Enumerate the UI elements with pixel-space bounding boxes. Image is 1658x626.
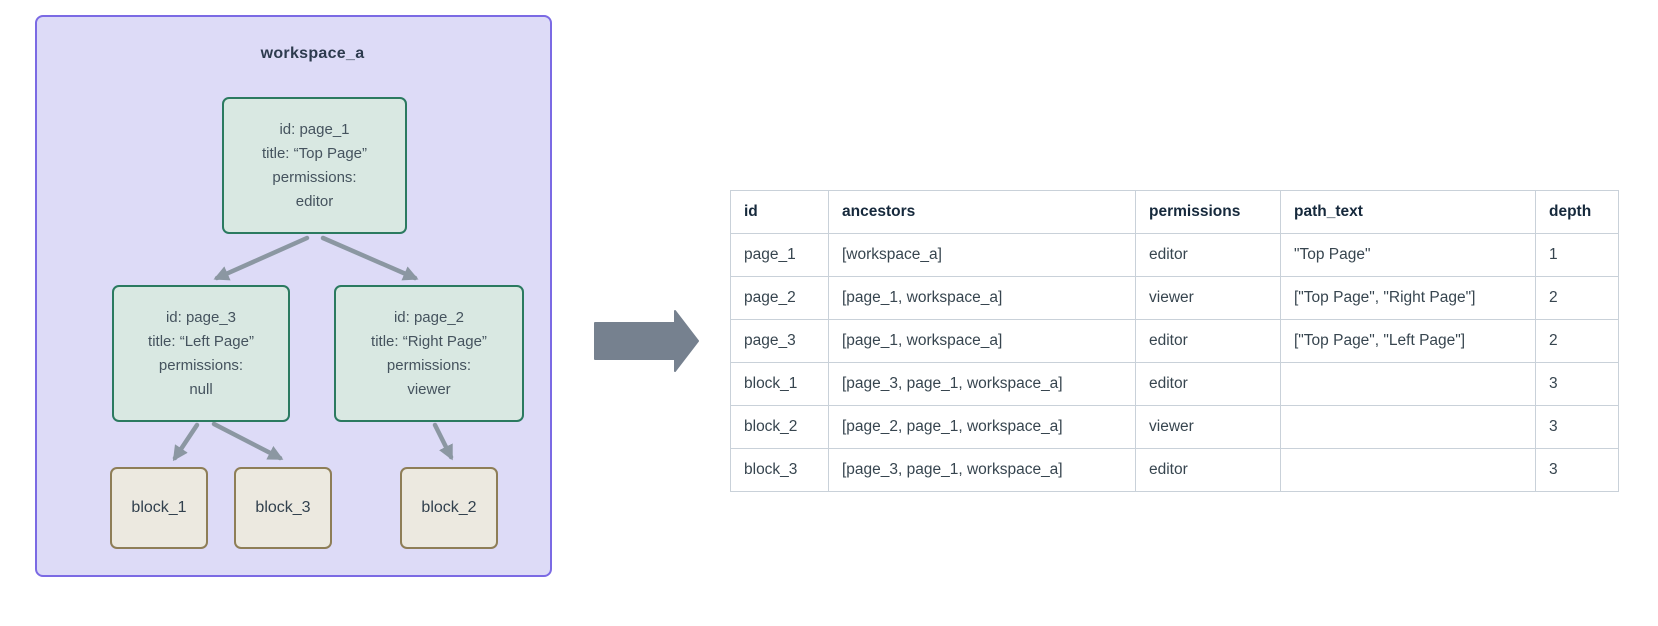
cell-ancestors: [page_1, workspace_a] — [828, 319, 1136, 363]
node-line: id: page_1 — [279, 120, 350, 138]
node-label: block_3 — [255, 499, 311, 516]
cell-permissions: editor — [1135, 319, 1281, 363]
cell-ancestors: [page_3, page_1, workspace_a] — [828, 362, 1136, 406]
node-block-2: block_2 — [400, 467, 498, 549]
node-line: null — [189, 380, 213, 398]
cell-id: block_2 — [730, 405, 829, 449]
node-line: permissions: — [386, 356, 472, 374]
node-label: block_1 — [131, 499, 187, 516]
cell-ancestors: [page_2, page_1, workspace_a] — [828, 405, 1136, 449]
node-page-2: id: page_2 title: “Right Page” permissio… — [334, 285, 524, 422]
node-line: title: “Top Page” — [261, 144, 368, 162]
cell-permissions: viewer — [1135, 405, 1281, 449]
cell-permissions: editor — [1135, 448, 1281, 492]
cell-depth: 3 — [1535, 362, 1619, 406]
node-line: permissions: — [158, 356, 244, 374]
edge-page1-page3 — [213, 235, 310, 281]
node-block-3: block_3 — [234, 467, 332, 549]
edge-page1-page2 — [320, 235, 419, 281]
edge-page3-block3 — [211, 421, 284, 461]
table-row: page_2 [page_1, workspace_a] viewer ["To… — [730, 276, 1619, 320]
cell-permissions: editor — [1135, 362, 1281, 406]
node-line: title: “Right Page” — [371, 332, 487, 350]
cell-path-text: ["Top Page", "Right Page"] — [1280, 276, 1536, 320]
column-header-ancestors: ancestors — [828, 190, 1136, 234]
cell-path-text — [1280, 362, 1536, 406]
result-table: id ancestors permissions path_text depth… — [730, 190, 1619, 492]
column-header-id: id — [730, 190, 829, 234]
cell-ancestors: [page_3, page_1, workspace_a] — [828, 448, 1136, 492]
table-row: block_3 [page_3, page_1, workspace_a] ed… — [730, 448, 1619, 492]
table-header-row: id ancestors permissions path_text depth — [730, 190, 1619, 234]
column-header-permissions: permissions — [1135, 190, 1281, 234]
node-block-1: block_1 — [110, 467, 208, 549]
cell-id: block_1 — [730, 362, 829, 406]
table-row: block_1 [page_3, page_1, workspace_a] ed… — [730, 362, 1619, 406]
table-row: page_3 [page_1, workspace_a] editor ["To… — [730, 319, 1619, 363]
cell-path-text — [1280, 448, 1536, 492]
table-row: block_2 [page_2, page_1, workspace_a] vi… — [730, 405, 1619, 449]
workspace-title: workspace_a — [260, 45, 365, 62]
edge-page3-block1 — [172, 422, 200, 462]
node-line: editor — [295, 192, 334, 210]
node-label: block_2 — [421, 499, 477, 516]
workspace-panel: workspace_a id: page_1 title: “Top Page”… — [35, 15, 552, 577]
node-line: id: page_2 — [393, 308, 465, 326]
table-row: page_1 [workspace_a] editor "Top Page" 1 — [730, 233, 1619, 277]
cell-id: block_3 — [730, 448, 829, 492]
cell-id: page_2 — [730, 276, 829, 320]
column-header-depth: depth — [1535, 190, 1619, 234]
node-line: title: “Left Page” — [148, 332, 254, 350]
transform-arrow-icon — [594, 310, 699, 372]
cell-id: page_1 — [730, 233, 829, 277]
node-line: viewer — [407, 380, 451, 398]
cell-depth: 1 — [1535, 233, 1619, 277]
node-line: id: page_3 — [165, 308, 237, 326]
node-page-3: id: page_3 title: “Left Page” permission… — [112, 285, 290, 422]
cell-path-text: "Top Page" — [1280, 233, 1536, 277]
cell-permissions: editor — [1135, 233, 1281, 277]
cell-id: page_3 — [730, 319, 829, 363]
cell-depth: 2 — [1535, 319, 1619, 363]
cell-path-text — [1280, 405, 1536, 449]
cell-depth: 2 — [1535, 276, 1619, 320]
node-line: permissions: — [272, 168, 357, 186]
cell-depth: 3 — [1535, 448, 1619, 492]
cell-depth: 3 — [1535, 405, 1619, 449]
cell-ancestors: [page_1, workspace_a] — [828, 276, 1136, 320]
node-page-1: id: page_1 title: “Top Page” permissions… — [222, 97, 407, 234]
cell-ancestors: [workspace_a] — [828, 233, 1136, 277]
cell-path-text: ["Top Page", "Left Page"] — [1280, 319, 1536, 363]
column-header-path-text: path_text — [1280, 190, 1536, 234]
cell-permissions: viewer — [1135, 276, 1281, 320]
edge-page2-block2 — [432, 422, 454, 461]
